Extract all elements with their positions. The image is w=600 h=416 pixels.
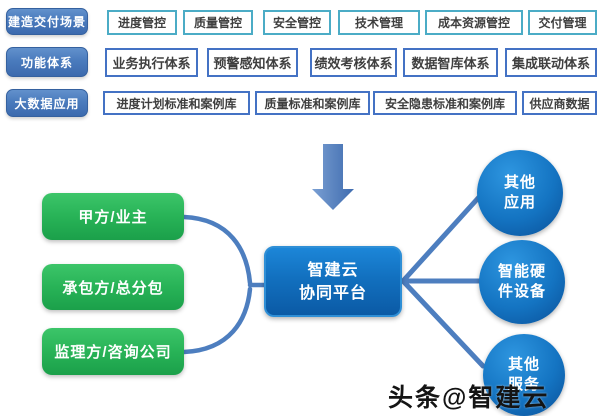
endpoint-label: 其他 <box>507 356 540 373</box>
scene-box: 质量管控 <box>183 10 253 35</box>
endpoint-circle-hardware: 智能硬 件设备 <box>479 240 565 324</box>
endpoint-label: 其他 <box>503 174 536 191</box>
endpoint-circle-apps: 其他 应用 <box>477 150 563 236</box>
bigdata-box: 安全隐患标准和案例库 <box>373 91 517 115</box>
down-arrow-icon <box>312 144 354 210</box>
participant-box-owner: 甲方/业主 <box>42 193 184 240</box>
row-label-scenes: 建造交付场景 <box>6 8 88 35</box>
row-label-bigdata: 大数据应用 <box>6 89 88 117</box>
scene-box: 交付管理 <box>528 10 597 35</box>
left-connectors <box>181 214 269 355</box>
platform-subname: 协同平台 <box>298 284 367 302</box>
bigdata-box: 供应商数据 <box>522 91 597 115</box>
platform-name: 智建云 <box>307 261 359 279</box>
endpoint-circle-services: 其他 服务 <box>483 334 565 416</box>
watermark-text: 头条@智建云 <box>388 384 550 412</box>
function-box: 绩效考核体系 <box>310 48 397 77</box>
endpoint-label: 服务 <box>507 376 540 393</box>
function-box: 业务执行体系 <box>105 48 198 77</box>
participant-box-contractor: 承包方/总分包 <box>42 264 184 310</box>
function-box: 数据智库体系 <box>403 48 498 77</box>
participant-box-supervisor: 监理方/咨询公司 <box>42 328 184 375</box>
row-label-functions: 功能体系 <box>6 47 88 77</box>
scene-box: 进度管控 <box>107 10 177 35</box>
endpoint-label: 智能硬 <box>497 263 546 280</box>
endpoint-label: 件设备 <box>497 283 546 300</box>
platform-box: 智建云 协同平台 <box>264 246 402 317</box>
scene-box: 技术管理 <box>338 10 420 35</box>
endpoint-label: 应用 <box>503 194 536 211</box>
bigdata-box: 进度计划标准和案例库 <box>103 91 250 115</box>
bigdata-box: 质量标准和案例库 <box>255 91 370 115</box>
scene-box: 安全管控 <box>263 10 331 35</box>
function-box: 集成联动体系 <box>505 48 597 77</box>
function-box: 预警感知体系 <box>207 48 298 77</box>
scene-box: 成本资源管控 <box>425 10 523 35</box>
right-connectors <box>400 193 486 369</box>
